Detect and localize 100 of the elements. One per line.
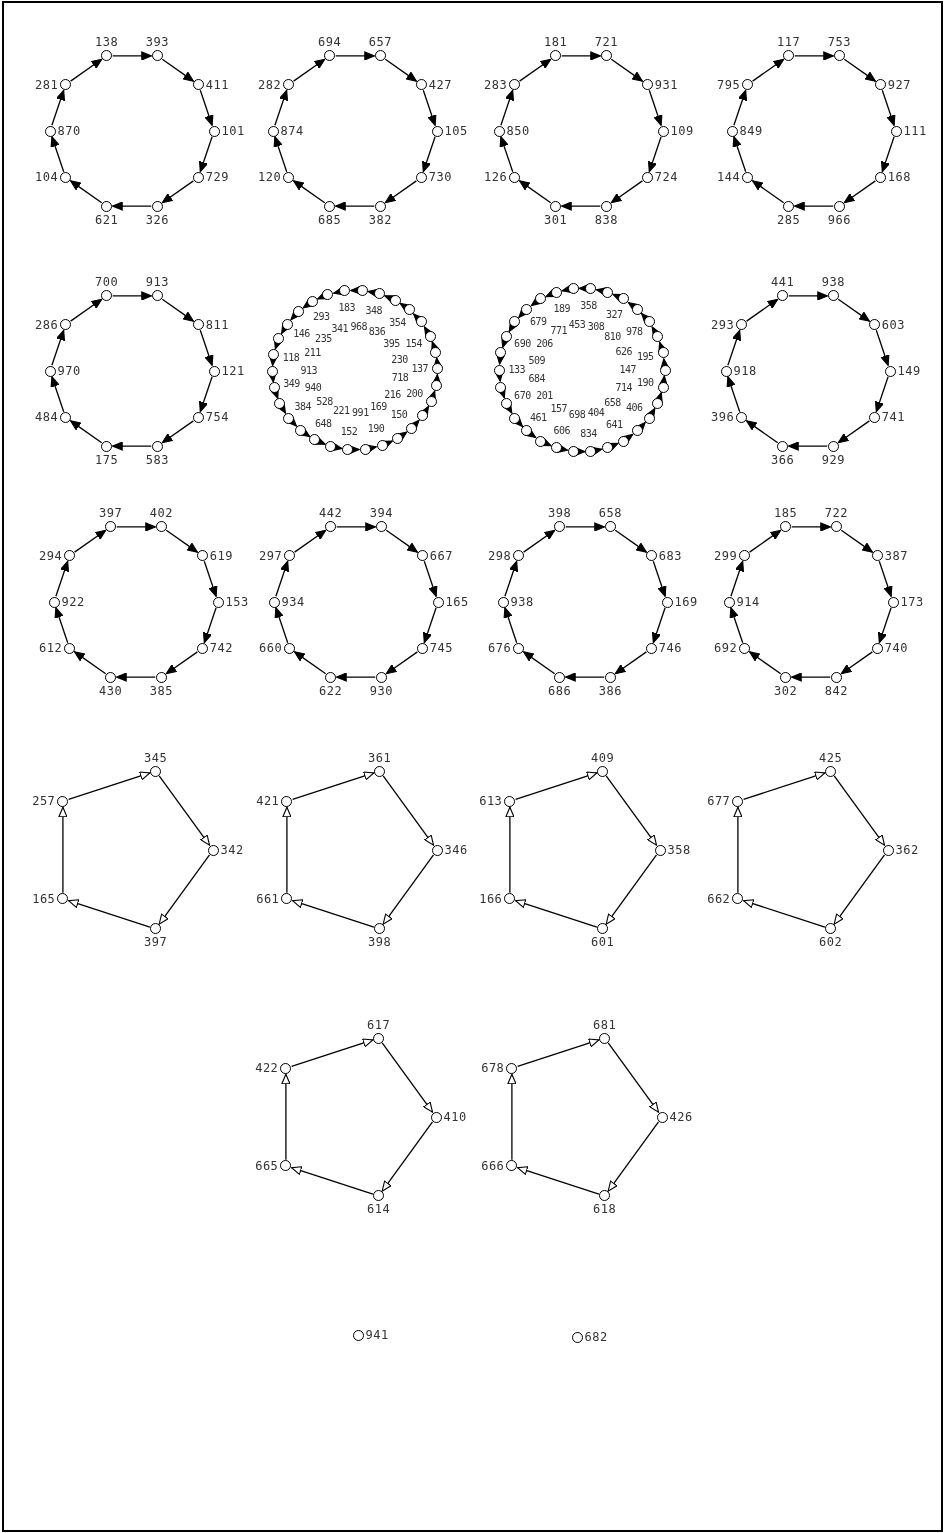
node-label: 169 (370, 401, 387, 412)
arrow (751, 180, 785, 204)
node-label: 681 (593, 1018, 617, 1031)
node-label: 175 (95, 453, 119, 466)
arrow (843, 58, 877, 82)
node-label: 657 (368, 36, 392, 49)
arrow (423, 560, 438, 597)
node-label: 453 (568, 320, 586, 331)
node-label: 397 (144, 936, 168, 949)
arrow (837, 420, 871, 444)
node-label: 612 (38, 642, 63, 655)
node-label: 402 (149, 507, 173, 520)
node-label: 746 (658, 642, 682, 655)
node-label: 427 (428, 78, 452, 91)
node-label: 153 (225, 596, 249, 608)
arrow (381, 1121, 434, 1192)
node-label: 411 (205, 78, 229, 91)
arrow (274, 607, 289, 644)
node-label: 425 (819, 751, 843, 764)
arrow (292, 58, 326, 82)
node-label: 836 (368, 327, 386, 338)
arrow (878, 607, 892, 644)
node-label: 442 (319, 507, 343, 520)
node-label: 606 (553, 425, 570, 436)
arrow (518, 58, 552, 82)
arrow (833, 775, 886, 846)
node-label: 358 (580, 301, 597, 312)
node-label: 966 (827, 213, 851, 226)
arrow (293, 529, 327, 553)
node-label: 683 (658, 549, 682, 562)
node-label: 394 (369, 507, 393, 520)
node-label: 385 (149, 684, 173, 697)
node-label: 685 (318, 213, 342, 226)
arrow (518, 180, 552, 204)
node-label: 621 (95, 213, 119, 226)
arrow (199, 376, 213, 413)
arrow (875, 376, 889, 413)
node-label: 181 (544, 36, 568, 49)
node-label: 682 (584, 1331, 608, 1343)
arrow (514, 771, 598, 801)
arrow (605, 775, 658, 846)
arrow (161, 180, 195, 204)
arrow (331, 442, 343, 452)
node-label: 934 (281, 596, 305, 608)
arrow (522, 529, 556, 553)
arrow (67, 899, 151, 928)
node-label: 349 (283, 378, 300, 389)
node-label: 721 (594, 36, 618, 49)
node-label: 679 (530, 317, 547, 328)
node-label: 850 (506, 125, 530, 137)
node-label: 742 (209, 642, 233, 655)
arrow (50, 376, 65, 413)
arrow (614, 651, 648, 675)
node-label: 157 (550, 403, 568, 414)
arrow (833, 854, 886, 925)
arrow (73, 529, 107, 553)
node-label: 622 (319, 684, 343, 697)
arrow (290, 1038, 374, 1068)
node-label: 302 (774, 684, 798, 697)
node-label: 221 (333, 406, 350, 417)
arrow (69, 420, 103, 444)
node-label: 138 (95, 36, 119, 49)
arrow (788, 291, 828, 301)
arrow (500, 89, 514, 126)
node-label: 297 (258, 549, 283, 562)
node-label: 583 (145, 453, 169, 466)
node-label: 211 (304, 348, 321, 359)
node-label: 235 (315, 333, 332, 344)
arrow (843, 180, 877, 204)
arrow (112, 291, 152, 301)
arrow (622, 433, 634, 444)
node-label: 396 (710, 411, 735, 424)
arrow (165, 651, 199, 675)
arrow (165, 529, 199, 553)
node-label: 658 (604, 398, 621, 409)
node-label: 722 (824, 507, 848, 520)
node-label: 740 (884, 642, 908, 655)
node-label: 361 (368, 751, 392, 764)
node-label: 667 (429, 549, 453, 562)
arrow (384, 180, 418, 204)
arrow (729, 607, 744, 644)
arrow (751, 58, 785, 82)
node-label: 619 (209, 549, 233, 562)
arrow (565, 522, 605, 532)
arrow (55, 560, 69, 597)
arrow (275, 560, 289, 597)
arrow (116, 672, 156, 682)
arrow (382, 854, 435, 925)
arrow (881, 136, 895, 173)
node-label: 753 (827, 36, 851, 49)
node-label: 346 (444, 844, 468, 856)
arrow (742, 771, 826, 801)
node-label: 386 (598, 684, 622, 697)
arrow (314, 436, 326, 445)
node-label: 345 (144, 751, 168, 764)
node-label: 366 (771, 453, 795, 466)
node-label: 970 (57, 365, 81, 377)
arrow (161, 420, 195, 444)
arrow (112, 201, 152, 211)
node-label: 101 (221, 125, 245, 137)
